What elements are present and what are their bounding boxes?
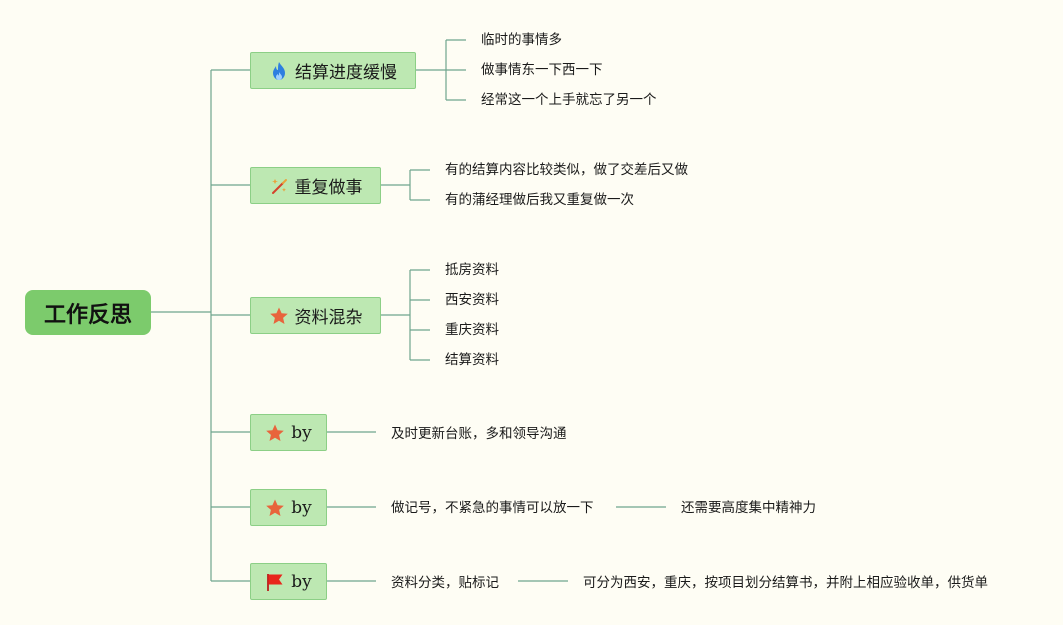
branch-topic-4[interactable]: by xyxy=(250,414,327,451)
leaf-topic[interactable]: 有的蒲经理做后我又重复做一次 xyxy=(445,192,634,208)
root-topic-label: 工作反思 xyxy=(43,302,132,328)
leaf-topic[interactable]: 抵房资料 xyxy=(445,262,499,278)
leaf-topic[interactable]: 经常这一个上手就忘了另一个 xyxy=(481,92,657,108)
root-topic[interactable]: 工作反思 xyxy=(25,290,151,335)
leaf-topic[interactable]: 重庆资料 xyxy=(445,322,499,338)
leaf-topic[interactable]: 资料分类，贴标记 xyxy=(391,575,499,591)
branch-topic-2[interactable]: 重复做事 xyxy=(250,167,381,204)
leaf-topic[interactable]: 结算资料 xyxy=(445,352,499,368)
star-icon xyxy=(265,498,285,518)
branch-topic-2-label: 重复做事 xyxy=(294,178,363,198)
branch-topic-1-label: 结算进度缓慢 xyxy=(295,63,397,83)
flame-icon xyxy=(269,61,289,81)
red-flag-icon xyxy=(265,572,285,592)
leaf-topic[interactable]: 及时更新台账，多和领导沟通 xyxy=(391,426,567,442)
branch-topic-5-label: by xyxy=(291,497,312,518)
branch-topic-6[interactable]: by xyxy=(250,563,327,600)
leaf-subtopic[interactable]: 还需要高度集中精神力 xyxy=(681,500,816,516)
magic-wand-icon xyxy=(269,176,289,196)
leaf-topic[interactable]: 做事情东一下西一下 xyxy=(481,62,603,78)
leaf-topic[interactable]: 西安资料 xyxy=(445,292,499,308)
leaf-topic[interactable]: 临时的事情多 xyxy=(481,32,562,48)
leaf-subtopic[interactable]: 可分为西安，重庆，按项目划分结算书，并附上相应验收单，供货单 xyxy=(583,575,988,591)
leaf-topic[interactable]: 做记号，不紧急的事情可以放一下 xyxy=(391,500,594,516)
leaf-topic[interactable]: 有的结算内容比较类似，做了交差后又做 xyxy=(445,162,688,178)
branch-topic-6-label: by xyxy=(291,571,312,592)
branch-topic-3[interactable]: 资料混杂 xyxy=(250,297,381,334)
branch-topic-4-label: by xyxy=(291,422,312,443)
star-icon xyxy=(269,306,289,326)
star-icon xyxy=(265,423,285,443)
branch-topic-1[interactable]: 结算进度缓慢 xyxy=(250,52,416,89)
branch-topic-3-label: 资料混杂 xyxy=(294,308,363,328)
branch-topic-5[interactable]: by xyxy=(250,489,327,526)
